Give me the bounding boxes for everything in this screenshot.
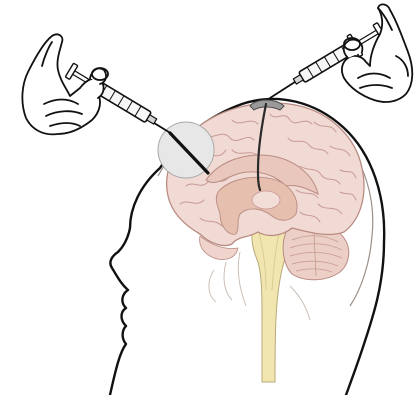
thalamus xyxy=(252,191,280,209)
